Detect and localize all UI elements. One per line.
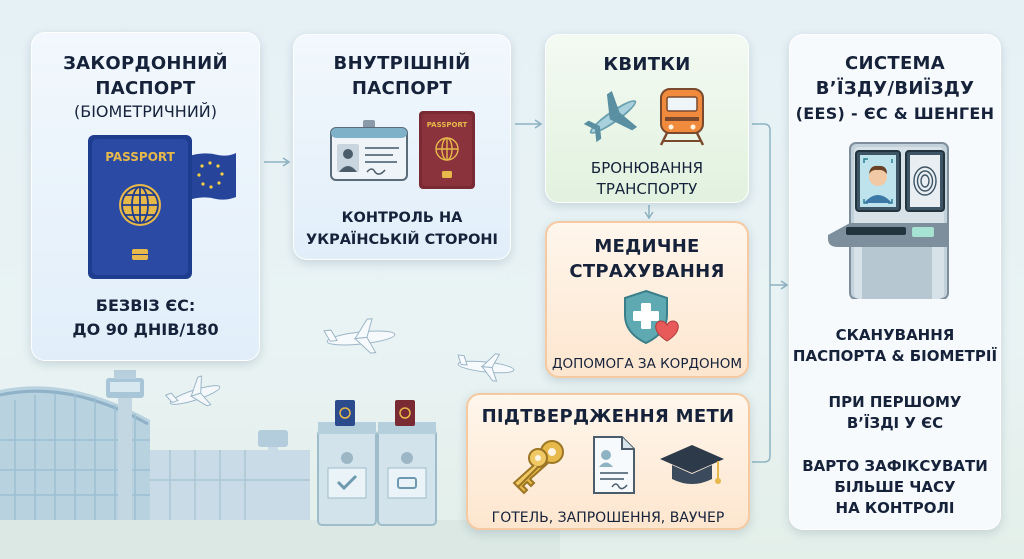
ees-note3-3: НА КОНТРОЛІ — [835, 499, 955, 517]
airplane-icon — [583, 90, 638, 143]
foreign-passport-label: PASSPORT — [105, 150, 175, 164]
ees-note3-2: БІЛЬШЕ ЧАСУ — [834, 478, 956, 496]
foreign-passport-title-2: ПАСПОРТ — [95, 78, 196, 99]
foreign-passport-note-1: БЕЗВІЗ ЄС: — [95, 296, 196, 315]
document-icon — [593, 436, 635, 494]
card-internal-passport: ВНУТРІШНІЙ ПАСПОРТ PASSPORT — [293, 34, 511, 260]
ees-note1-1: СКАНУВАННЯ — [835, 326, 955, 344]
foreign-passport-title-1: ЗАКОРДОННИЙ — [63, 53, 228, 74]
card-tickets: КВИТКИ БРОНЮВАННЯ ТРАНСПОРТУ — [545, 34, 749, 203]
sky-plane-icon-2 — [457, 353, 515, 382]
ees-note3-1: ВАРТО ЗАФІКСУВАТИ — [802, 457, 988, 475]
card-foreign-passport: ЗАКОРДОННИЙ ПАСПОРТ (БІОМЕТРИЧНИЙ) PASSP… — [31, 32, 260, 361]
insurance-title-1: МЕДИЧНЕ — [594, 236, 700, 257]
ees-title-1: СИСТЕМА — [844, 53, 945, 74]
medical-shield-icon — [624, 289, 679, 345]
ees-note2-1: ПРИ ПЕРШОМУ — [828, 393, 962, 411]
internal-passport-note-1: КОНТРОЛЬ НА — [341, 210, 463, 226]
biometric-kiosk-icon — [828, 142, 949, 299]
tickets-title: КВИТКИ — [603, 54, 691, 75]
airport-background — [0, 370, 560, 559]
train-icon — [659, 88, 705, 146]
internal-passport-title-2: ПАСПОРТ — [351, 78, 453, 99]
insurance-note: ДОПОМОГА ЗА КОРДОНОМ — [551, 356, 743, 372]
eu-flag-icon — [186, 153, 236, 201]
internal-passport-note-2: УКРАЇНСЬКІЙ СТОРОНІ — [306, 232, 498, 248]
card-purpose: ПІДТВЕРДЖЕННЯ МЕТИ ГОТЕЛЬ, ЗА — [466, 393, 750, 530]
keys-icon — [512, 440, 564, 495]
internal-passport-title-1: ВНУТРІШНІЙ — [333, 53, 471, 74]
graduation-cap-icon — [660, 445, 724, 484]
red-passport-icon: PASSPORT — [419, 111, 475, 189]
sky-plane-icon — [323, 318, 396, 354]
card-ees: СИСТЕМА В’ЇЗДУ/ВИЇЗДУ (EES) - ЄС & ШЕНГЕ… — [789, 34, 1001, 530]
ees-note2-2: В’ЇЗДІ У ЄС — [846, 414, 944, 432]
card-insurance: МЕДИЧНЕ СТРАХУВАННЯ ДОПОМОГА ЗА КОРДОНОМ — [545, 221, 749, 378]
insurance-title-2: СТРАХУВАННЯ — [569, 261, 725, 282]
purpose-title: ПІДТВЕРДЖЕННЯ МЕТИ — [481, 406, 735, 427]
ees-title-3: (EES) - ЄС & ШЕНГЕН — [795, 104, 995, 123]
tickets-note-2: ТРАНСПОРТУ — [596, 180, 698, 198]
ees-note1-2: ПАСПОРТА & БІОМЕТРІЇ — [792, 347, 998, 365]
blue-passport-icon: PASSPORT — [88, 135, 236, 279]
ees-title-2: В’ЇЗДУ/ВИЇЗДУ — [815, 78, 975, 99]
foreign-passport-title-3: (БІОМЕТРИЧНИЙ) — [73, 102, 217, 121]
tickets-note-1: БРОНЮВАННЯ — [590, 159, 704, 177]
foreign-passport-note-2: ДО 90 ДНІВ/180 — [72, 320, 219, 339]
internal-passport-label: PASSPORT — [427, 121, 468, 129]
purpose-note: ГОТЕЛЬ, ЗАПРОШЕННЯ, ВАУЧЕР — [491, 510, 725, 526]
id-card-icon — [330, 120, 408, 181]
